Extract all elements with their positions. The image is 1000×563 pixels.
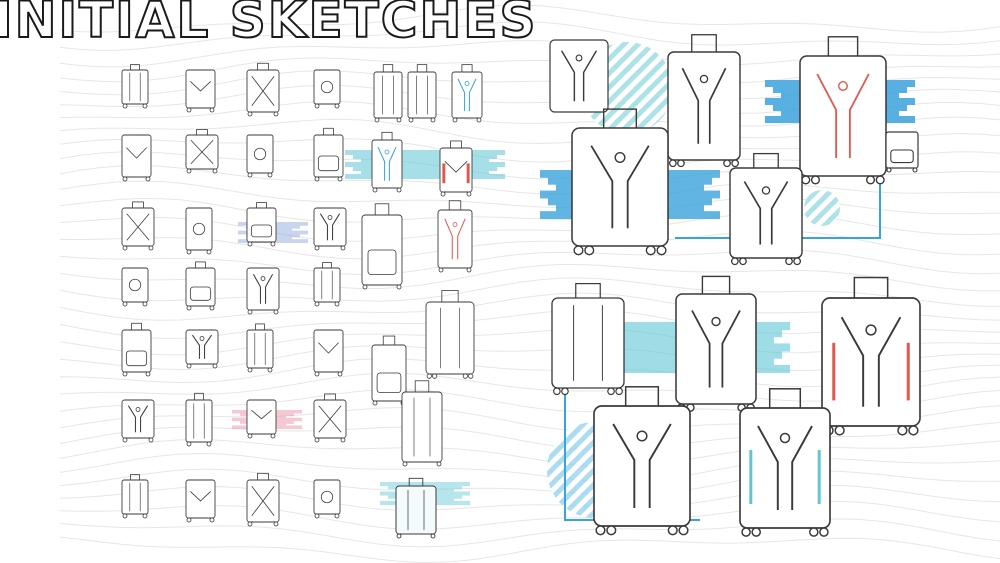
suitcase-sketch-icon	[121, 322, 152, 377]
suitcase-sketch-icon	[246, 472, 280, 527]
suitcase-sketch-icon	[246, 62, 280, 117]
suitcase-sketch-icon	[313, 479, 341, 519]
wave-line	[59, 21, 1000, 51]
wave-line	[59, 452, 1000, 483]
brush-stroke	[345, 150, 505, 179]
suitcase-sketch-icon	[185, 129, 219, 174]
wave-line	[59, 500, 1000, 531]
suitcase-sketch-icon	[313, 127, 344, 182]
suitcase-sketch-icon	[593, 386, 691, 536]
suitcase-sketch-icon	[313, 69, 341, 109]
wave-line	[59, 484, 1000, 511]
suitcase-sketch-icon	[361, 203, 403, 290]
wave-line	[59, 439, 1000, 468]
wave-line	[59, 264, 1000, 292]
suitcase-sketch-icon	[185, 392, 213, 447]
suitcase-sketch-icon	[246, 202, 277, 247]
suitcase-sketch-icon	[729, 152, 803, 266]
suitcase-sketch-icon	[549, 39, 609, 113]
wave-line	[59, 468, 1000, 496]
suitcase-sketch-icon	[246, 399, 277, 439]
suitcase-sketch-icon	[373, 64, 403, 123]
suitcase-sketch-icon	[121, 64, 149, 109]
suitcase-sketch-icon	[121, 474, 149, 519]
suitcase-sketch-icon	[371, 335, 407, 406]
suitcase-sketch-icon	[401, 380, 443, 467]
wave-line	[59, 518, 1000, 548]
suitcase-sketch-icon	[551, 283, 625, 396]
suitcase-sketch-icon	[885, 131, 919, 173]
suitcase-sketch-icon	[185, 207, 213, 255]
page-title: INITIAL SKETCHES	[0, 0, 538, 49]
wave-line	[59, 277, 1000, 307]
suitcase-sketch-icon	[185, 479, 216, 523]
suitcase-sketch-icon	[121, 134, 152, 182]
suitcase-sketch-icon	[675, 275, 757, 412]
suitcase-sketch-icon	[313, 207, 347, 251]
suitcase-sketch-icon	[395, 477, 437, 539]
suitcase-sketch-icon	[185, 261, 216, 311]
suitcase-sketch-icon	[313, 262, 341, 307]
accent-circle	[804, 190, 840, 226]
suitcase-sketch-icon	[407, 64, 437, 123]
suitcase-sketch-icon	[739, 388, 831, 537]
wave-line	[59, 249, 1000, 276]
suitcase-sketch-icon	[371, 131, 403, 193]
suitcase-sketch-icon	[313, 393, 347, 443]
wave-line	[59, 212, 1000, 242]
wave-line	[59, 422, 1000, 451]
suitcase-sketch-icon	[246, 267, 280, 315]
suitcase-sketch-icon	[185, 69, 216, 113]
wave-line	[59, 180, 1000, 209]
suitcase-sketch-icon	[667, 34, 741, 168]
suitcase-sketch-icon	[185, 329, 219, 369]
suitcase-sketch-icon	[121, 267, 149, 307]
suitcase-sketch-icon	[425, 290, 475, 379]
suitcase-sketch-icon	[571, 108, 669, 256]
suitcase-sketch-icon	[246, 323, 274, 373]
suitcase-sketch-icon	[451, 64, 483, 123]
suitcase-sketch-icon	[439, 140, 473, 197]
suitcase-sketch-icon	[121, 201, 155, 251]
suitcase-sketch-icon	[437, 200, 473, 273]
wave-line	[59, 4, 1000, 33]
suitcase-sketch-icon	[121, 399, 155, 443]
wave-line	[59, 536, 1000, 563]
suitcase-sketch-icon	[799, 36, 887, 185]
wave-line	[59, 196, 1000, 223]
suitcase-sketch-icon	[246, 134, 274, 178]
suitcase-sketch-icon	[313, 329, 344, 377]
suitcase-sketch-icon	[821, 276, 921, 436]
